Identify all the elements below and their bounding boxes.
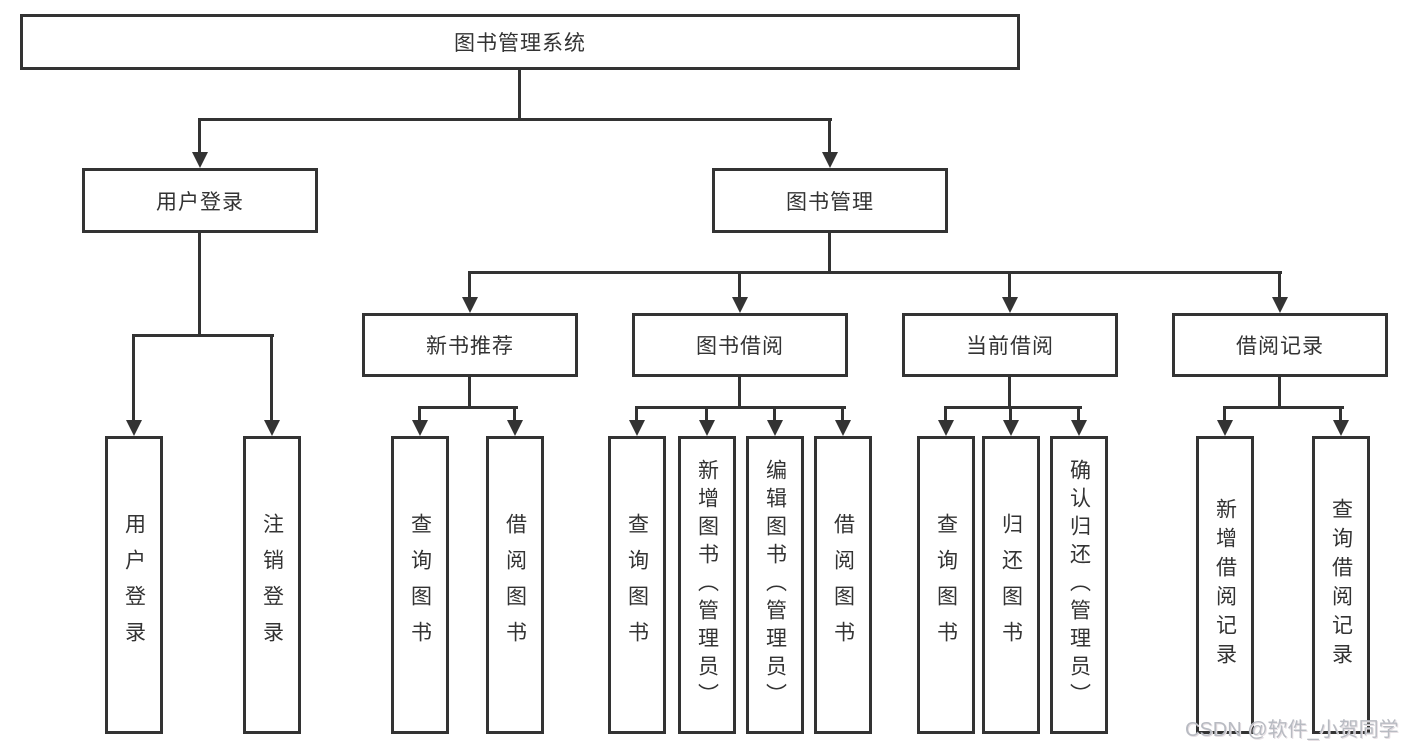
leaf-confirm-return-admin: 确认归还（管理员） [1050,436,1108,734]
node-label: 借阅记录 [1236,335,1324,358]
arrow-down-icon [1002,297,1018,313]
connector-line [132,334,135,422]
leaf-edit-book-admin: 编辑图书（管理员） [746,436,804,734]
node-label: 借阅图书 [831,513,855,657]
arrow-down-icon [732,297,748,313]
arrow-down-icon [1272,297,1288,313]
connector-line [944,406,1082,409]
leaf-add-borrow-record: 新增借阅记录 [1196,436,1254,734]
arrow-down-icon [767,420,783,436]
leaf-query-books-current: 查询图书 [917,436,975,734]
node-label: 图书借阅 [696,335,784,358]
node-label: 查询图书 [934,513,958,657]
node-label: 新书推荐 [426,335,514,358]
leaf-logout: 注销登录 [243,436,301,734]
connector-line [773,406,776,422]
node-label: 当前借阅 [966,335,1054,358]
connector-line [468,271,1282,274]
node-book-borrowing: 图书借阅 [632,313,848,377]
arrow-down-icon [126,420,142,436]
node-label: 图书管理 [786,190,874,214]
connector-line [944,406,947,422]
connector-line [1278,271,1281,299]
connector-line [468,271,471,299]
arrow-down-icon [192,152,208,168]
arrow-down-icon [462,297,478,313]
connector-line [738,377,741,406]
leaf-return-books: 归还图书 [982,436,1040,734]
node-label: 归还图书 [999,513,1023,657]
node-user-login: 用户登录 [82,168,318,233]
node-current-borrowing: 当前借阅 [902,313,1118,377]
arrow-down-icon [938,420,954,436]
arrow-down-icon [1217,420,1233,436]
node-new-book-recommendation: 新书推荐 [362,313,578,377]
connector-line [132,334,274,337]
leaf-borrow-books-recommend: 借阅图书 [486,436,544,734]
node-label: 新增借阅记录 [1213,498,1237,672]
arrow-down-icon [264,420,280,436]
arrow-down-icon [835,420,851,436]
arrow-down-icon [699,420,715,436]
node-label: 查询借阅记录 [1329,498,1353,672]
leaf-query-borrow-record: 查询借阅记录 [1312,436,1370,734]
connector-line [635,406,846,409]
arrow-down-icon [1333,420,1349,436]
connector-line [1009,406,1012,422]
connector-line [1339,406,1342,422]
node-borrowing-records: 借阅记录 [1172,313,1388,377]
watermark: CSDN @软件_小贺同学 [1185,719,1399,741]
node-label: 用户登录 [156,190,244,214]
connector-line [270,334,273,422]
connector-line [635,406,638,422]
node-label: 图书管理系统 [454,32,586,55]
connector-line [1278,377,1281,406]
connector-line [418,406,518,409]
node-library-management-system: 图书管理系统 [20,14,1020,70]
connector-line [198,233,201,334]
arrow-down-icon [822,152,838,168]
node-label: 借阅图书 [503,513,527,657]
connector-line [705,406,708,422]
arrow-down-icon [507,420,523,436]
leaf-borrow-books-borrowing: 借阅图书 [814,436,872,734]
connector-line [828,118,831,154]
connector-line [1223,406,1344,409]
connector-line [1077,406,1080,422]
arrow-down-icon [1003,420,1019,436]
connector-line [198,118,832,121]
connector-line [518,70,521,118]
node-label: 确认归还（管理员） [1067,459,1091,711]
connector-line [198,118,201,154]
connector-line [513,406,516,422]
connector-line [828,233,831,271]
connector-line [738,271,741,299]
node-label: 注销登录 [260,513,284,657]
connector-line [1223,406,1226,422]
node-label: 用户登录 [122,513,146,657]
node-label: 编辑图书（管理员） [763,459,787,711]
arrow-down-icon [629,420,645,436]
arrow-down-icon [412,420,428,436]
leaf-query-books-recommend: 查询图书 [391,436,449,734]
connector-line [418,406,421,422]
arrow-down-icon [1071,420,1087,436]
connector-line [468,377,471,406]
node-label: 新增图书（管理员） [695,459,719,711]
connector-line [1008,377,1011,406]
leaf-query-books-borrowing: 查询图书 [608,436,666,734]
node-label: 查询图书 [625,513,649,657]
connector-line [1008,271,1011,299]
connector-line [841,406,844,422]
leaf-user-login: 用户登录 [105,436,163,734]
node-book-management: 图书管理 [712,168,948,233]
node-label: 查询图书 [408,513,432,657]
leaf-add-book-admin: 新增图书（管理员） [678,436,736,734]
